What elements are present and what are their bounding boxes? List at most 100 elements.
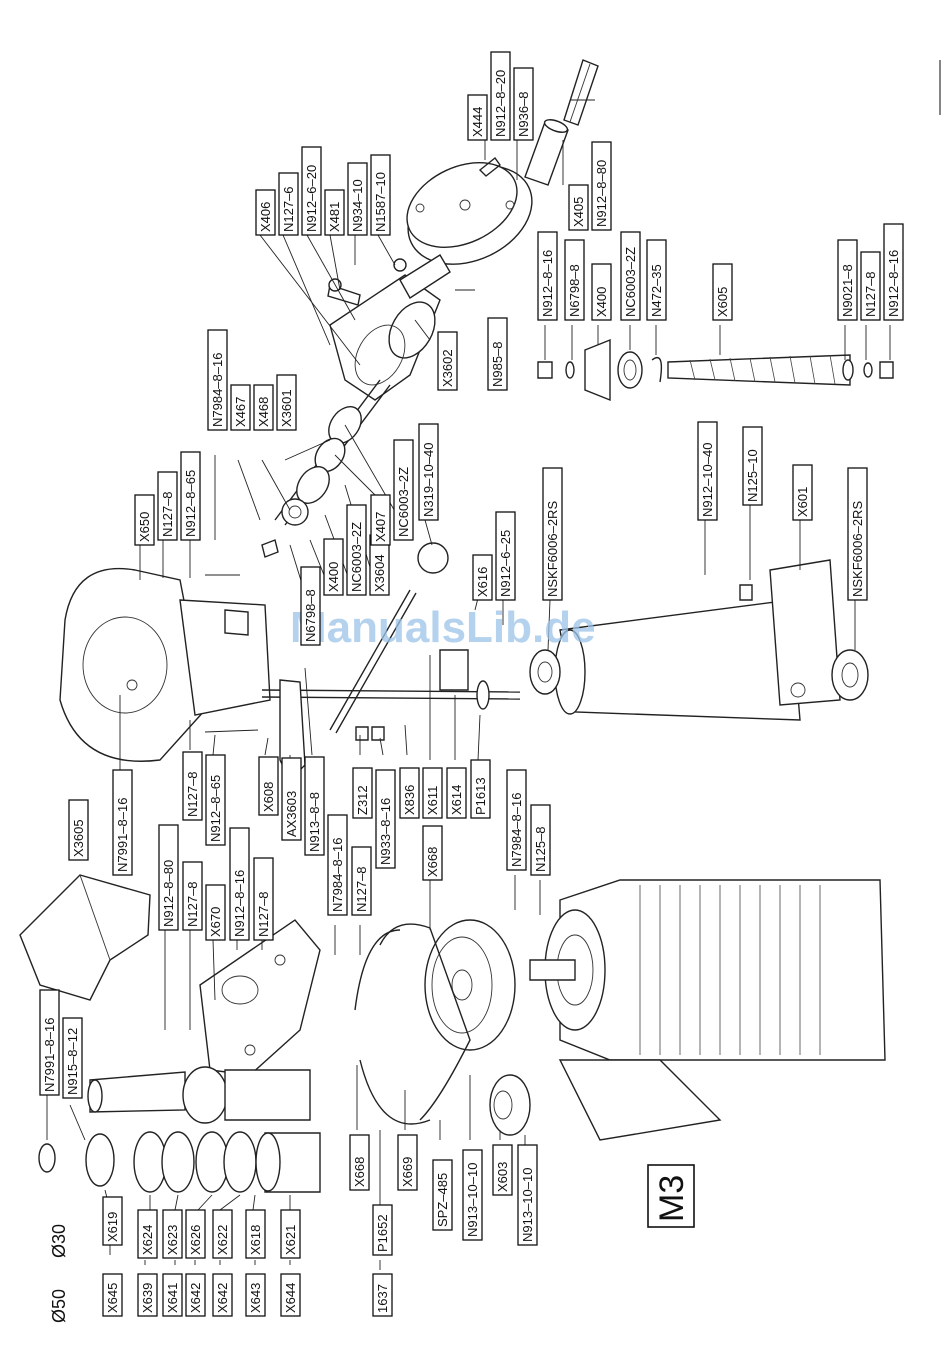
svg-text:X605: X605 xyxy=(715,287,730,317)
svg-text:X603: X603 xyxy=(495,1162,510,1192)
part-label: X626 xyxy=(185,1209,206,1259)
part-label: N1587–10 xyxy=(370,154,391,236)
part-label: N913–10–10 xyxy=(517,1144,538,1246)
svg-text:N912–8–65: N912–8–65 xyxy=(183,470,198,537)
part-label: N6798–8 xyxy=(564,239,585,321)
svg-text:P1652: P1652 xyxy=(375,1214,390,1252)
svg-text:X642: X642 xyxy=(215,1283,230,1313)
part-label: N912–8–80 xyxy=(591,141,612,231)
svg-text:N127–8: N127–8 xyxy=(160,491,175,537)
part-label: X645 xyxy=(102,1273,123,1317)
part-label: X444 xyxy=(467,94,488,141)
svg-text:N125–8: N125–8 xyxy=(533,826,548,872)
svg-text:N6798–8: N6798–8 xyxy=(303,589,318,642)
part-label: N912–8–16 xyxy=(883,223,904,321)
svg-text:N934–10: N934–10 xyxy=(350,179,365,232)
pin-x405-drawing xyxy=(524,119,569,186)
svg-text:X407: X407 xyxy=(373,512,388,542)
svg-text:X3604: X3604 xyxy=(372,554,387,592)
svg-text:X616: X616 xyxy=(475,567,490,597)
svg-text:X641: X641 xyxy=(165,1283,180,1313)
part-label: X611 xyxy=(422,767,443,819)
svg-text:N912–6–20: N912–6–20 xyxy=(304,165,319,232)
svg-text:N127–8: N127–8 xyxy=(256,891,271,937)
part-label: N912–8–16 xyxy=(537,231,558,321)
svg-text:X668: X668 xyxy=(352,1157,367,1187)
svg-text:X611: X611 xyxy=(425,786,440,815)
svg-text:1637: 1637 xyxy=(375,1284,390,1313)
svg-text:X643: X643 xyxy=(248,1283,263,1313)
svg-text:X650: X650 xyxy=(137,512,152,542)
svg-text:N127–8: N127–8 xyxy=(185,881,200,927)
svg-text:N127–8: N127–8 xyxy=(185,771,200,817)
svg-text:Z312: Z312 xyxy=(355,785,370,815)
part-label: X406 xyxy=(255,189,276,236)
svg-text:N127–8: N127–8 xyxy=(863,271,878,317)
bevel-gear-stack-drawing xyxy=(537,338,894,402)
svg-text:X481: X481 xyxy=(327,202,342,232)
part-label: X3605 xyxy=(68,799,89,861)
part-label: X407 xyxy=(370,494,391,546)
svg-text:N912–8–16: N912–8–16 xyxy=(886,250,901,317)
part-label: N127–8 xyxy=(182,751,203,821)
part-label: X616 xyxy=(472,554,493,601)
part-label: X642 xyxy=(212,1273,233,1317)
svg-text:N933–8–16: N933–8–16 xyxy=(378,798,393,865)
part-label: NSKF6006–2RS xyxy=(847,467,868,601)
svg-text:M3: M3 xyxy=(653,1175,691,1222)
svg-text:N912–8–80: N912–8–80 xyxy=(161,860,176,927)
svg-text:N915–8–12: N915–8–12 xyxy=(65,1028,80,1095)
part-label: N9021–8 xyxy=(837,239,858,321)
linkage-rods-drawing xyxy=(261,589,521,782)
svg-text:X623: X623 xyxy=(165,1225,180,1255)
svg-text:X468: X468 xyxy=(256,397,271,427)
svg-text:NSKF6006–2RS: NSKF6006–2RS xyxy=(850,501,865,597)
part-label: X668 xyxy=(349,1134,370,1191)
part-label: N912–8–65 xyxy=(205,754,226,846)
screw-n912-8-80-drawing xyxy=(563,59,599,126)
svg-text:X642: X642 xyxy=(188,1283,203,1313)
svg-text:X626: X626 xyxy=(188,1225,203,1255)
svg-text:X3601: X3601 xyxy=(279,389,294,427)
part-label: N985–8 xyxy=(487,317,508,391)
svg-text:N912–8–16: N912–8–16 xyxy=(540,250,555,317)
svg-text:X601: X601 xyxy=(795,487,810,517)
part-label: N912–8–65 xyxy=(180,451,201,541)
part-label: X3602 xyxy=(437,331,458,391)
part-label: X668 xyxy=(422,825,443,881)
part-label: X468 xyxy=(253,384,274,431)
part-label: N912–6–25 xyxy=(495,511,516,601)
part-label: X618 xyxy=(245,1209,266,1259)
part-label: N127–6 xyxy=(278,172,299,236)
part-label: N7991–8–16 xyxy=(112,769,133,876)
part-label: AX3603 xyxy=(281,757,302,841)
svg-text:N912–6–25: N912–6–25 xyxy=(498,530,513,597)
part-label: SPZ–485 xyxy=(432,1159,453,1231)
svg-text:N7984–8–16: N7984–8–16 xyxy=(509,793,524,867)
part-label: X639 xyxy=(137,1273,158,1317)
svg-text:N912–8–80: N912–8–80 xyxy=(594,160,609,227)
svg-text:X400: X400 xyxy=(594,287,609,317)
part-label: X481 xyxy=(324,189,345,236)
part-label: X400 xyxy=(323,538,344,596)
part-label: X623 xyxy=(162,1209,183,1259)
part-label: N912–8–80 xyxy=(158,824,179,931)
svg-text:N912–10–40: N912–10–40 xyxy=(700,443,715,517)
shaft-bearings-drawing xyxy=(261,379,449,574)
svg-text:N913–8–8: N913–8–8 xyxy=(307,792,322,852)
part-label: X605 xyxy=(712,263,733,321)
part-label: N936–8 xyxy=(513,67,534,141)
part-label: N7984–8–16 xyxy=(207,329,228,431)
part-label: X644 xyxy=(280,1273,301,1317)
part-label: N127–8 xyxy=(860,251,881,321)
motor-m3-drawing xyxy=(529,879,886,1141)
svg-text:X644: X644 xyxy=(283,1283,298,1313)
part-label: X601 xyxy=(792,464,813,521)
part-label: N915–8–12 xyxy=(62,1017,83,1099)
part-label: X405 xyxy=(568,184,589,231)
part-label: X621 xyxy=(280,1209,301,1259)
part-label: NC6003–2Z xyxy=(620,231,641,321)
part-label: N127–8 xyxy=(182,861,203,931)
part-drawings xyxy=(19,59,894,1193)
part-label: X669 xyxy=(397,1134,418,1191)
